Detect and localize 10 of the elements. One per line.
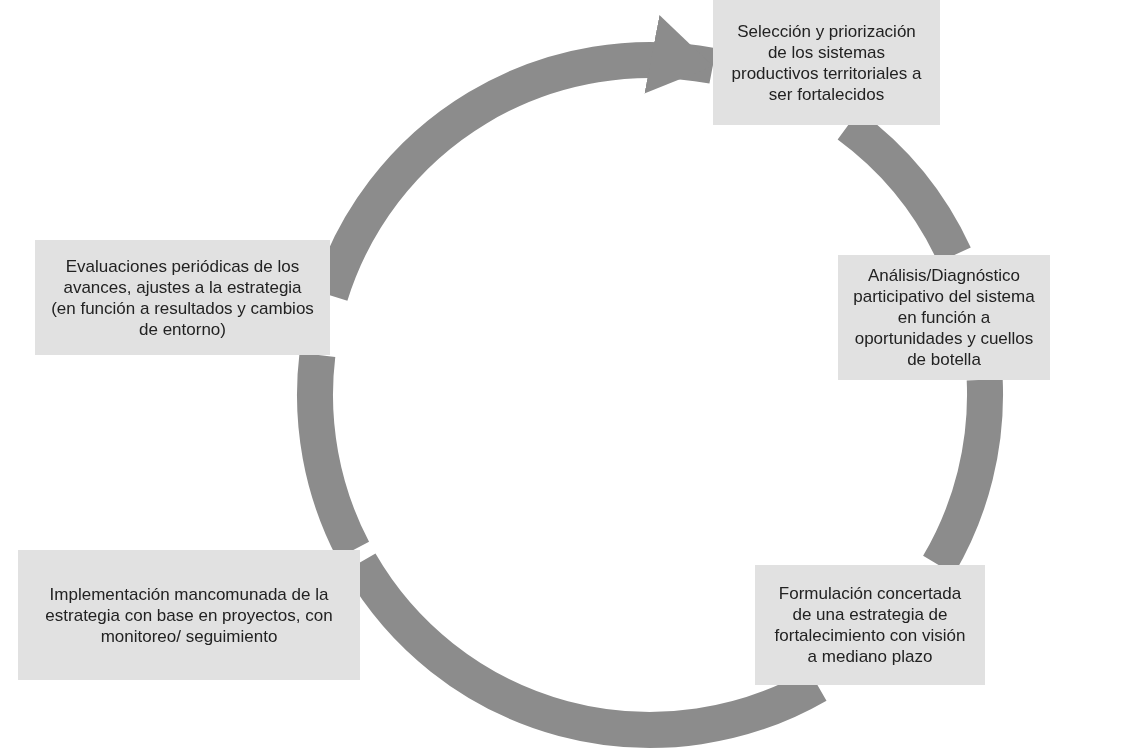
step-box	[838, 255, 1050, 380]
step-box	[18, 550, 360, 680]
step-box	[755, 565, 985, 685]
step-text: Evaluaciones periódicas de los avances, ajustes a la estrategia (en función a resultados y cambios de entorno)	[50, 255, 315, 340]
step-text: Formulación concertada de una estrategia de fortalecimiento con visión a mediano plazo	[773, 583, 967, 667]
step-box	[35, 240, 330, 355]
step-text: Análisis/Diagnóstico participativo del sistema en función a oportunidades y cuellos de botella	[852, 265, 1036, 370]
step-text: Selección y priorización de los sistemas productivos territoriales a ser fortalecidos	[730, 20, 923, 105]
step-text: Implementación mancomunada de la estrategia con base en proyectos, con monitoreo/ seguimiento	[44, 583, 334, 647]
step-box	[713, 0, 940, 125]
